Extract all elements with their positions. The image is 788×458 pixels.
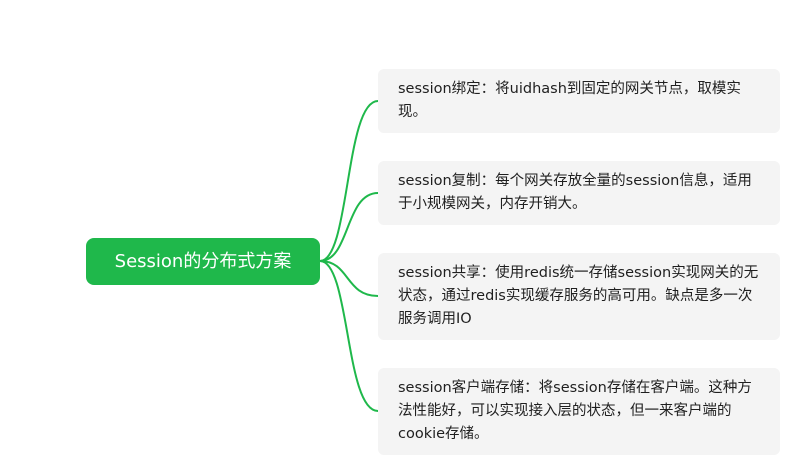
connector-branch-4 [319, 260, 379, 412]
branch-node-client-side-storage[interactable]: session客户端存储：将session存储在客户端。这种方法性能好，可以实现… [378, 368, 780, 455]
connector-branch-1 [319, 100, 379, 262]
branch-node-session-replication[interactable]: session复制：每个网关存放全量的session信息，适用于小规模网关，内存… [378, 161, 780, 225]
branch-node-session-sharing[interactable]: session共享：使用redis统一存储session实现网关的无状态，通过r… [378, 253, 780, 340]
connector-branch-3 [319, 260, 379, 297]
connector-branch-2 [319, 192, 379, 262]
root-node[interactable]: Session的分布式方案 [86, 238, 320, 285]
branch-node-session-binding[interactable]: session绑定：将uidhash到固定的网关节点，取模实现。 [378, 69, 780, 133]
